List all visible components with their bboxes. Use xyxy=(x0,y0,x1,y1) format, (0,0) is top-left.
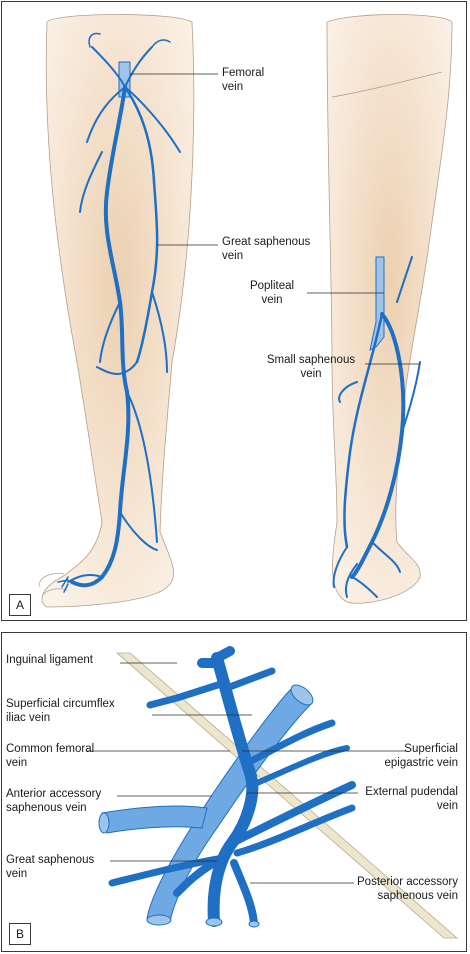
label-small-saphenous-vein: Small saphenous vein xyxy=(256,353,366,381)
label-line: vein xyxy=(436,800,458,812)
label-line: Great saphenous xyxy=(6,854,95,866)
label-inguinal-ligament: Inguinal ligament xyxy=(6,653,93,667)
label-line: Femoral xyxy=(222,67,265,79)
label-common-femoral-vein: Common femoral vein xyxy=(6,742,94,770)
label-line: External pudendal xyxy=(365,786,458,798)
panel-b-groin-veins: Inguinal ligament Superficial circumflex… xyxy=(1,632,467,952)
label-line: Small saphenous xyxy=(266,354,356,366)
label-line: Posterior accessory xyxy=(357,876,458,888)
label-line: vein xyxy=(222,81,244,93)
label-anterior-accessory-saphenous-vein: Anterior accessory saphenous vein xyxy=(6,787,101,815)
label-superficial-circumflex-iliac-vein: Superficial circumflex iliac vein xyxy=(6,697,115,725)
inguinal-ligament-shape xyxy=(115,652,459,939)
superficial-veins xyxy=(108,646,356,927)
back-leg xyxy=(326,14,453,604)
label-line: Inguinal ligament xyxy=(6,654,93,666)
label-line: saphenous vein xyxy=(6,802,87,814)
label-line: vein xyxy=(261,294,283,306)
panel-b-tag: B xyxy=(9,923,31,945)
vein-ends xyxy=(205,917,260,928)
panel-a-leader-lines xyxy=(130,73,420,365)
label-line: vein xyxy=(222,250,244,262)
label-great-saphenous-vein-b: Great saphenous vein xyxy=(6,853,94,881)
label-femoral-vein: Femoral vein xyxy=(222,66,264,94)
label-great-saphenous-vein: Great saphenous vein xyxy=(222,235,310,263)
label-superficial-epigastric-vein: Superficial epigastric vein xyxy=(384,742,458,770)
label-line: vein xyxy=(300,368,322,380)
panel-a-tag: A xyxy=(9,594,31,616)
groin-vein-diagram xyxy=(86,646,459,939)
label-line: saphenous vein xyxy=(377,890,458,902)
label-line: vein xyxy=(6,757,28,769)
label-external-pudendal-vein: External pudendal vein xyxy=(365,785,458,813)
label-line: Popliteal xyxy=(249,280,295,292)
label-line: vein xyxy=(6,868,28,880)
label-line: Common femoral xyxy=(6,743,95,755)
label-popliteal-vein: Popliteal vein xyxy=(242,279,302,307)
panel-b-leader-lines xyxy=(86,662,407,884)
label-posterior-accessory-saphenous-vein: Posterior accessory saphenous vein xyxy=(357,875,458,903)
label-line: epigastric vein xyxy=(384,757,458,769)
label-line: Great saphenous xyxy=(222,236,311,248)
front-leg xyxy=(39,14,195,608)
common-femoral-vein-shape xyxy=(98,684,314,926)
label-line: Anterior accessory xyxy=(6,788,102,800)
label-line: iliac vein xyxy=(6,712,51,724)
panel-a-leg-veins: Femoral vein Great saphenous vein Poplit… xyxy=(1,1,467,621)
label-line: Superficial circumflex xyxy=(6,698,115,710)
leg-illustration xyxy=(39,14,453,608)
label-line: Superficial xyxy=(404,743,458,755)
